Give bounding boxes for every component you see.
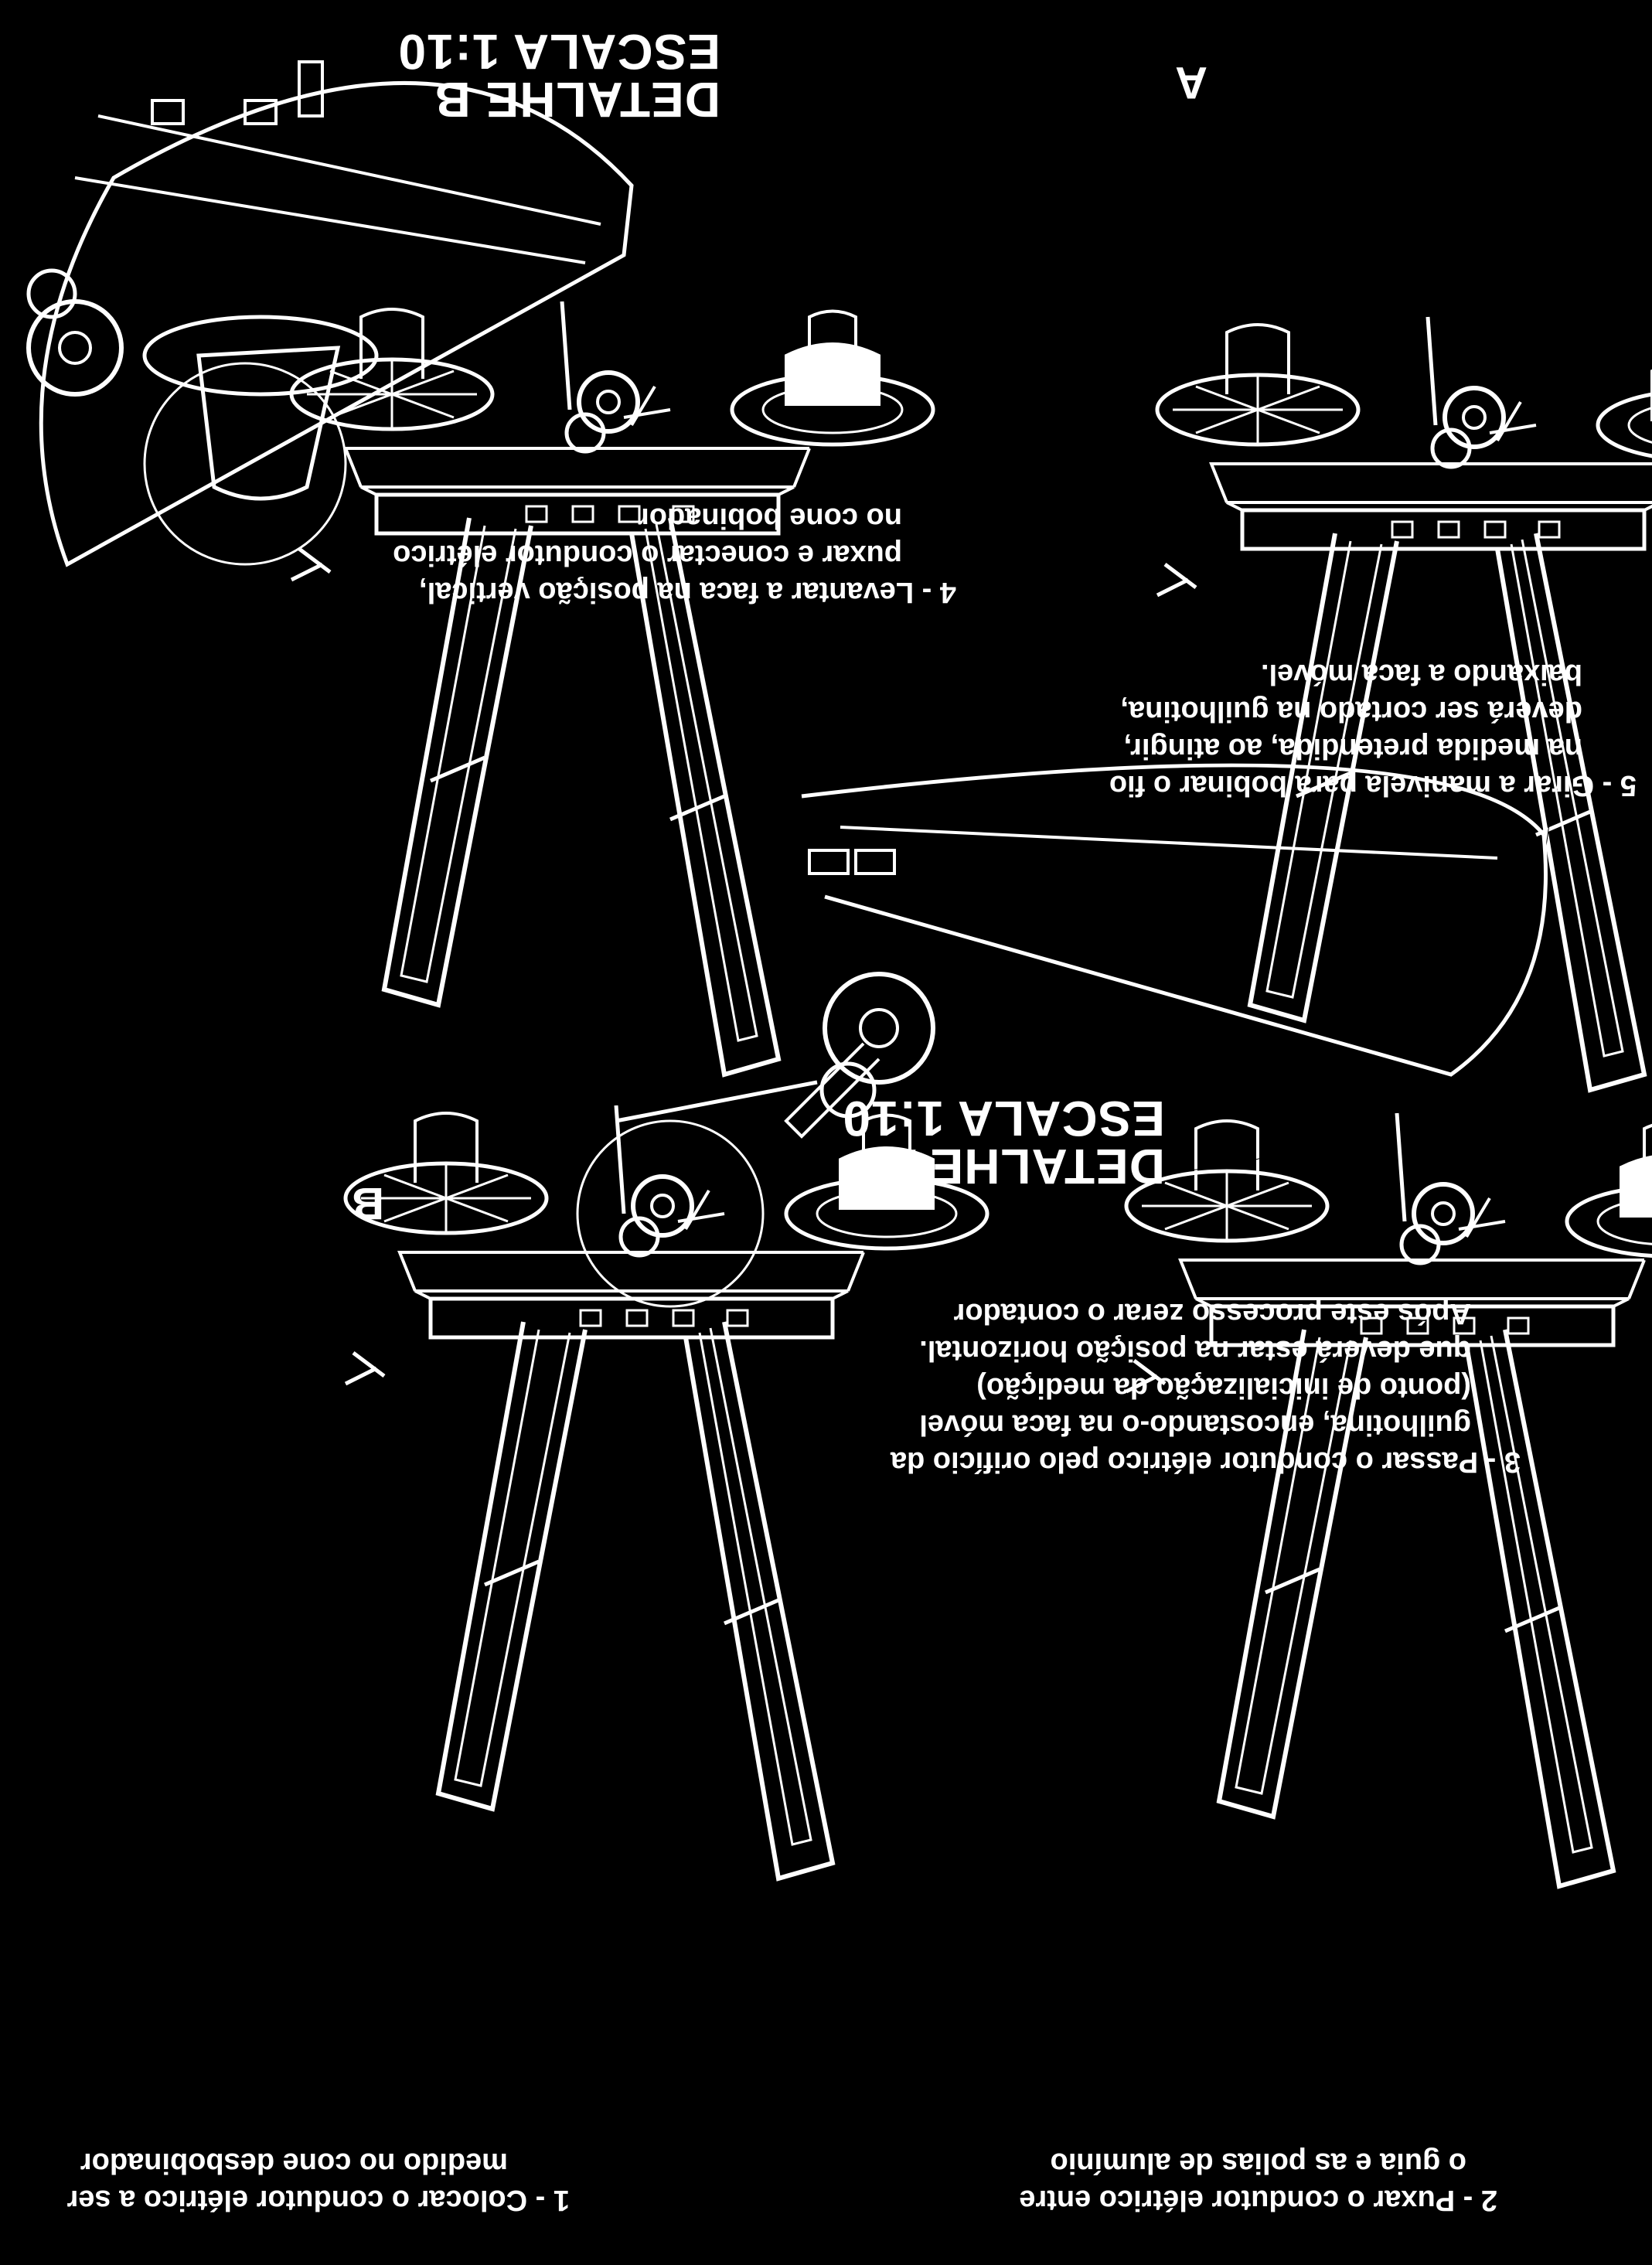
detail-a-title: DETALHE A xyxy=(880,1139,1165,1194)
step-4-line-2: puxar e conectar o condutor elétrico xyxy=(393,539,902,571)
step-4-caption: 4 - Levantar a faca na posição vertical,… xyxy=(393,499,956,611)
step-4-line-3: no cone bobinador xyxy=(638,502,902,534)
step-1-line-1: 1 - Colocar o condutor elétrico a ser xyxy=(66,2184,570,2216)
step-5-line-4: baixando a faca móvel. xyxy=(1260,658,1582,690)
step-5-line-3: deverá ser cortado na guilhotina, xyxy=(1120,695,1582,727)
machine-drawing-2 xyxy=(1126,1113,1652,1886)
step-3-caption: 3 - Passar o condutor elétrico pelo orif… xyxy=(891,1295,1521,1480)
step-2-caption: 2 - Puxar o condutor elétrico entre o gu… xyxy=(1019,2144,1497,2219)
detail-a-heading: DETALHE A ESCALA 1:10 xyxy=(842,1091,1165,1194)
step-5-line-2: na medida pretendida, ao atingir, xyxy=(1123,732,1582,765)
step-3-line-4: que deverá estar na posição horizontal. xyxy=(919,1334,1471,1367)
machine-drawing-1 xyxy=(346,1105,987,1878)
step-2-line-2: o guia e as polias de alumínio xyxy=(1050,2147,1466,2179)
step-1-line-2: medido no cone desbobinador xyxy=(80,2147,508,2179)
step-5-line-1: 5 - Girar a manivela para bobinar o fio xyxy=(1109,769,1637,802)
step-2-line-1: 2 - Puxar o condutor elétrico entre xyxy=(1019,2184,1497,2216)
machine-drawing-3 xyxy=(291,301,933,1075)
detail-a-callout-letter: A xyxy=(1175,57,1207,107)
step-5-caption: 5 - Girar a manivela para bobinar o fio … xyxy=(1109,656,1637,804)
detail-a-marker-circle xyxy=(576,1119,765,1308)
step-3-line-2: guilhotina, encostando-o na faca móvel xyxy=(919,1408,1471,1441)
detail-a-scale: ESCALA 1:10 xyxy=(842,1091,1165,1146)
detail-b-magnified-view xyxy=(26,60,634,567)
detail-b-scale: ESCALA 1:10 xyxy=(397,24,720,80)
detail-a-magnified-view xyxy=(615,763,1552,1172)
step-3-line-5: Após este processo zerar o contador xyxy=(953,1297,1471,1330)
step-1-caption: 1 - Colocar o condutor elétrico a ser me… xyxy=(67,2144,570,2219)
step-4-line-1: 4 - Levantar a faca na posição vertical, xyxy=(419,576,956,608)
detail-b-heading: DETALHE B ESCALA 1:10 xyxy=(397,24,720,128)
step-3-line-1: 3 - Passar o condutor elétrico pelo orif… xyxy=(890,1446,1521,1478)
step-3-line-3: (ponto de inicialização da medição) xyxy=(976,1371,1471,1404)
detail-b-callout-letter: B xyxy=(352,1178,384,1228)
detail-b-title: DETALHE B xyxy=(434,72,720,128)
detail-b-marker-circle xyxy=(143,362,347,566)
